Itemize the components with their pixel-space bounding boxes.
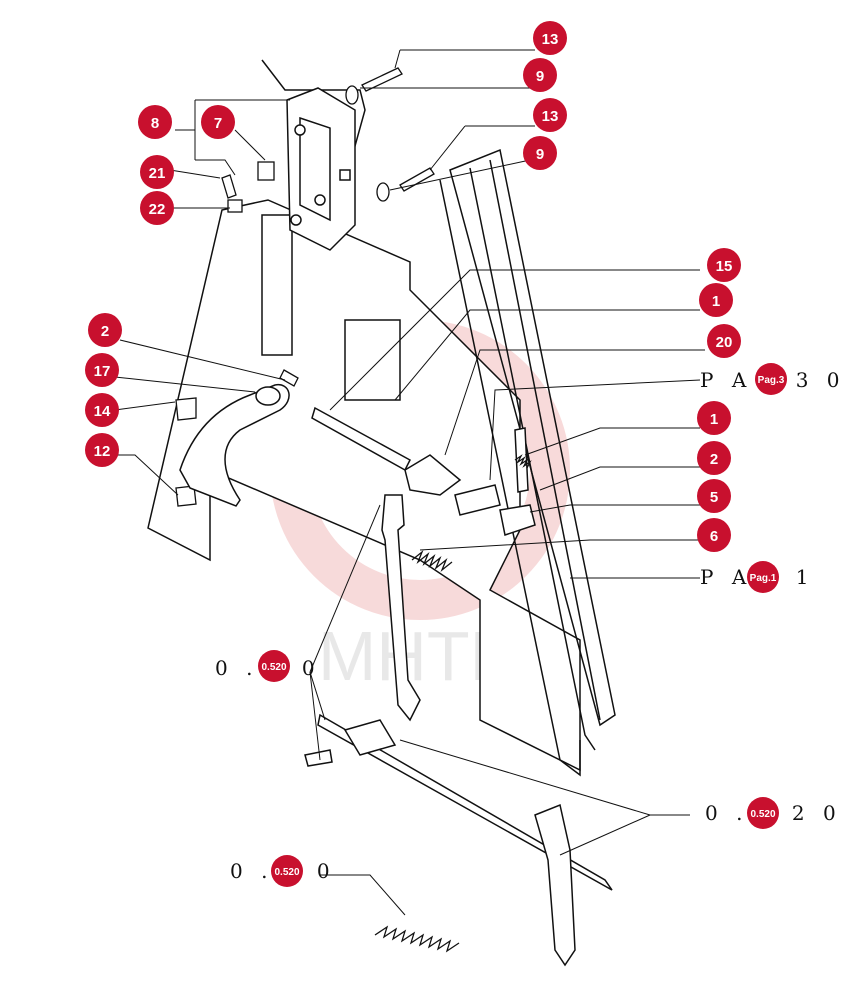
badge-21[interactable]: 21 xyxy=(140,155,174,189)
upper-shaft xyxy=(311,406,536,536)
svg-text:12: 12 xyxy=(94,443,111,460)
svg-text:5: 5 xyxy=(710,489,718,506)
svg-text:7: 7 xyxy=(214,115,222,132)
badge-5[interactable]: 5 xyxy=(697,479,731,513)
badge-1-lower[interactable]: 1 xyxy=(697,401,731,435)
badge-14[interactable]: 14 xyxy=(85,393,119,427)
leader-lines xyxy=(114,49,705,916)
badge-pag1[interactable]: Pag.1 xyxy=(747,561,779,593)
side-rails xyxy=(439,148,616,777)
svg-text:17: 17 xyxy=(94,363,111,380)
badge-12[interactable]: 12 xyxy=(85,433,119,467)
svg-text:9: 9 xyxy=(536,146,544,163)
badge-9-top[interactable]: 9 xyxy=(523,58,557,92)
badge-17[interactable]: 17 xyxy=(85,353,119,387)
badges: 13 9 13 9 8 7 21 22 15 1 20 2 17 14 12 1… xyxy=(85,21,787,887)
pedal-arm xyxy=(179,384,290,507)
svg-text:21: 21 xyxy=(149,165,166,182)
svg-text:2: 2 xyxy=(101,323,109,340)
svg-text:Pag.3: Pag.3 xyxy=(758,375,785,386)
badge-20[interactable]: 20 xyxy=(707,324,741,358)
badge-pag3[interactable]: Pag.3 xyxy=(755,363,787,395)
badge-520-bottom[interactable]: 0.520 xyxy=(271,855,303,887)
springs xyxy=(374,454,532,953)
badge-13-top[interactable]: 13 xyxy=(533,21,567,55)
svg-text:0.520: 0.520 xyxy=(274,867,299,878)
svg-text:22: 22 xyxy=(149,201,166,218)
lower-shaft xyxy=(304,713,613,967)
badge-15[interactable]: 15 xyxy=(707,248,741,282)
badge-13-mid[interactable]: 13 xyxy=(533,98,567,132)
svg-text:Pag.1: Pag.1 xyxy=(750,573,777,584)
svg-text:2: 2 xyxy=(710,451,718,468)
pull-rod xyxy=(381,494,421,722)
badge-520-right[interactable]: 0.520 xyxy=(747,797,779,829)
svg-text:14: 14 xyxy=(94,403,111,420)
svg-text:20: 20 xyxy=(716,334,733,351)
svg-text:9: 9 xyxy=(536,68,544,85)
svg-text:8: 8 xyxy=(151,115,159,132)
badge-8[interactable]: 8 xyxy=(138,105,172,139)
badge-2-left[interactable]: 2 xyxy=(88,313,122,347)
svg-text:15: 15 xyxy=(716,258,733,275)
svg-text:13: 13 xyxy=(542,108,559,125)
svg-text:1: 1 xyxy=(710,411,718,428)
badge-1-upper[interactable]: 1 xyxy=(699,283,733,317)
top-bracket xyxy=(286,87,356,251)
svg-text:1: 1 xyxy=(712,293,720,310)
svg-text:13: 13 xyxy=(542,31,559,48)
svg-text:6: 6 xyxy=(710,528,718,545)
badge-6[interactable]: 6 xyxy=(697,518,731,552)
small-parts xyxy=(175,67,435,507)
badge-9-mid[interactable]: 9 xyxy=(523,136,557,170)
badge-7[interactable]: 7 xyxy=(201,105,235,139)
svg-text:0.520: 0.520 xyxy=(750,809,775,820)
badge-520-left[interactable]: 0.520 xyxy=(258,650,290,682)
badge-22[interactable]: 22 xyxy=(140,191,174,225)
svg-text:0.520: 0.520 xyxy=(261,662,286,673)
badge-2-right[interactable]: 2 xyxy=(697,441,731,475)
